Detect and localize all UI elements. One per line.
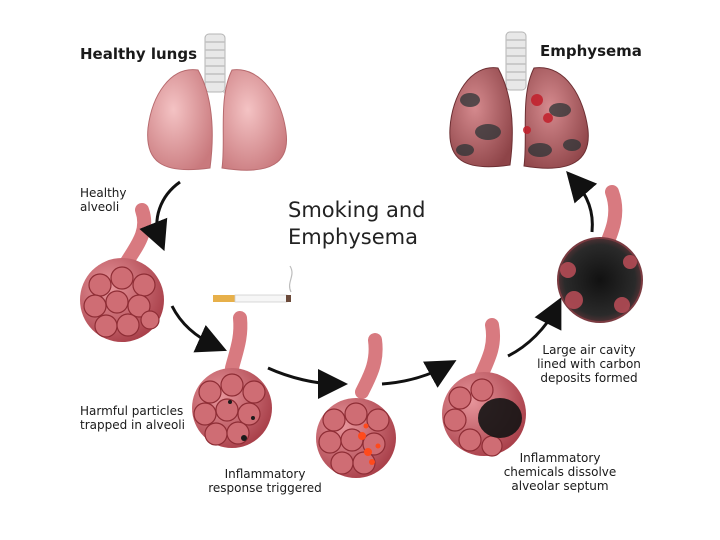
title-line-1: Smoking and (288, 198, 426, 222)
label-line: Inflammatory (224, 467, 306, 481)
alveoli-cavity-image (557, 185, 643, 323)
label-line: alveoli (80, 200, 120, 214)
arrow-cavity-to-emphysema (566, 170, 598, 233)
diagram-title: Smoking and Emphysema (288, 197, 425, 251)
arrow-particles-to-inflammation (267, 366, 348, 399)
alveoli-inflammation-image (316, 333, 396, 478)
label-line: Healthy (80, 186, 127, 200)
label-inflammatory-response: Inflammatory response triggered (200, 467, 330, 495)
label-line: Large air cavity (542, 343, 636, 357)
label-line: lined with carbon (537, 357, 641, 371)
emphysema-lungs-image (449, 31, 589, 169)
label-line: Inflammatory (519, 451, 601, 465)
alveoli-particles-image (192, 311, 272, 448)
arrow-inflammation-to-dissolve (381, 360, 457, 388)
label-line: deposits formed (540, 371, 638, 385)
label-line: trapped in alveoli (80, 418, 185, 432)
label-healthy-lungs: Healthy lungs (80, 45, 198, 63)
label-line: response triggered (208, 481, 322, 495)
label-emphysema: Emphysema (540, 42, 642, 60)
arrow-lungs-to-alveoli (139, 180, 181, 252)
label-line: alveolar septum (511, 479, 609, 493)
label-inflammatory-chemicals: Inflammatory chemicals dissolve alveolar… (496, 451, 624, 493)
label-harmful-particles: Harmful particles trapped in alveoli (80, 404, 185, 432)
label-large-air-cavity: Large air cavity lined with carbon depos… (530, 343, 648, 385)
cigarette-image (213, 265, 293, 303)
label-line: chemicals dissolve (503, 465, 617, 479)
arrow-dissolve-to-cavity (507, 297, 562, 358)
label-line: Harmful particles (80, 404, 184, 418)
alveoli-healthy-image (80, 203, 164, 342)
alveoli-dissolve-image (442, 318, 526, 457)
arrow-healthy-to-particles (170, 305, 227, 353)
cycle-arrows (139, 170, 598, 399)
title-line-2: Emphysema (288, 225, 418, 249)
healthy-lungs-image (147, 33, 288, 171)
label-healthy-alveoli: Healthy alveoli (80, 186, 127, 214)
